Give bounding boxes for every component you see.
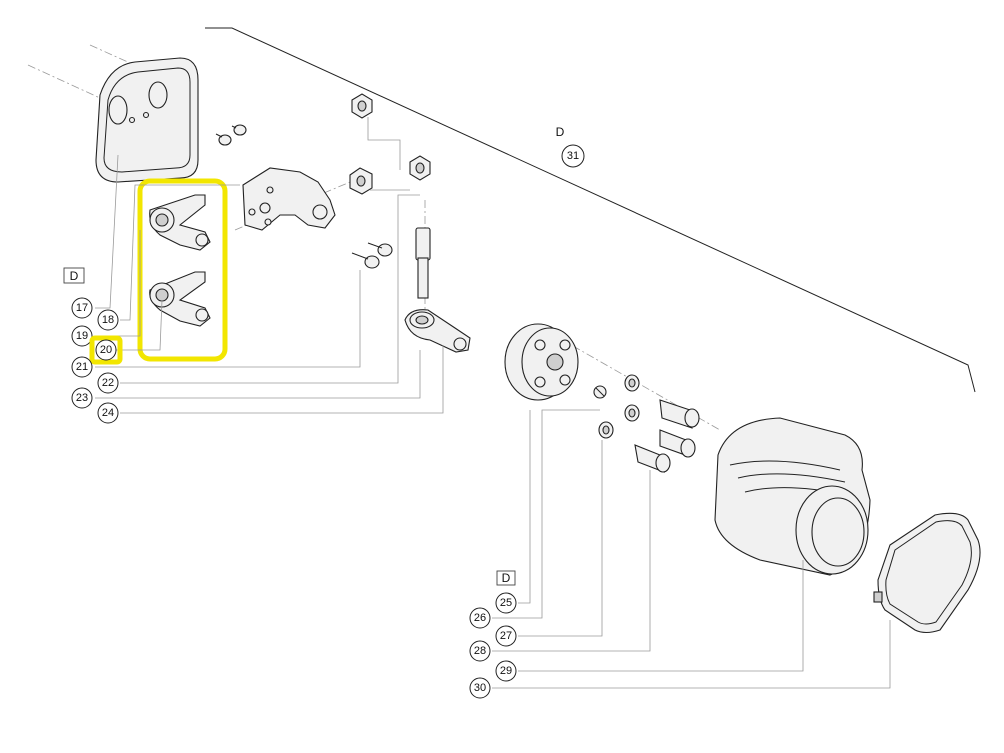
svg-text:21: 21 [76,361,88,373]
callout-26[interactable]: 26 [469,607,491,629]
screw-pair-middle [351,242,393,269]
callout-31[interactable]: 31 [561,144,585,168]
svg-text:24: 24 [102,407,114,419]
callout-23[interactable]: 23 [71,387,93,409]
svg-text:28: 28 [474,645,486,657]
callout-20[interactable]: 20 [95,339,117,361]
svg-text:20: 20 [100,344,112,356]
callout-28[interactable]: 28 [469,640,491,662]
svg-text:23: 23 [76,392,88,404]
view-label-main: D [63,267,85,284]
leader-lines [95,117,891,689]
callout-24[interactable]: 24 [97,402,119,424]
screw-pair-top [215,124,247,146]
svg-text:D: D [556,125,565,139]
svg-text:D: D [70,269,79,283]
nuts-part [349,93,431,195]
callout-29[interactable]: 29 [495,660,517,682]
svg-text:29: 29 [500,665,512,677]
svg-text:25: 25 [500,597,512,609]
callout-21[interactable]: 21 [71,356,93,378]
svg-text:22: 22 [102,377,114,389]
mounting-bracket-part [242,167,336,231]
callout-20-highlight [89,335,123,365]
callout-30[interactable]: 30 [469,677,491,699]
svg-text:30: 30 [474,682,486,694]
rod-end-single [404,309,471,353]
svg-text:17: 17 [76,302,88,314]
svg-text:D: D [502,571,511,585]
callout-17[interactable]: 17 [71,297,93,319]
cover-plate-part [95,57,199,183]
small-fastener-part [593,385,607,399]
svg-text:19: 19 [76,330,88,342]
view-label-lower: D [496,570,516,586]
rod-end-lower [149,271,211,327]
hub-disc-part [504,323,579,401]
seal-ring-part [873,512,981,634]
callout-27[interactable]: 27 [495,625,517,647]
callout-18[interactable]: 18 [97,309,119,331]
rod-end-upper [149,194,211,251]
view-label-assembly: D [556,125,565,139]
washers-part [598,374,640,439]
callout-19[interactable]: 19 [71,325,93,347]
bellows-part [714,417,871,576]
svg-text:27: 27 [500,630,512,642]
stud-part [415,227,431,299]
svg-text:18: 18 [102,314,114,326]
svg-text:31: 31 [567,150,579,162]
cap-screws-part [634,399,700,473]
callout-22[interactable]: 22 [97,372,119,394]
svg-text:26: 26 [474,612,486,624]
callout-25[interactable]: 25 [495,592,517,614]
